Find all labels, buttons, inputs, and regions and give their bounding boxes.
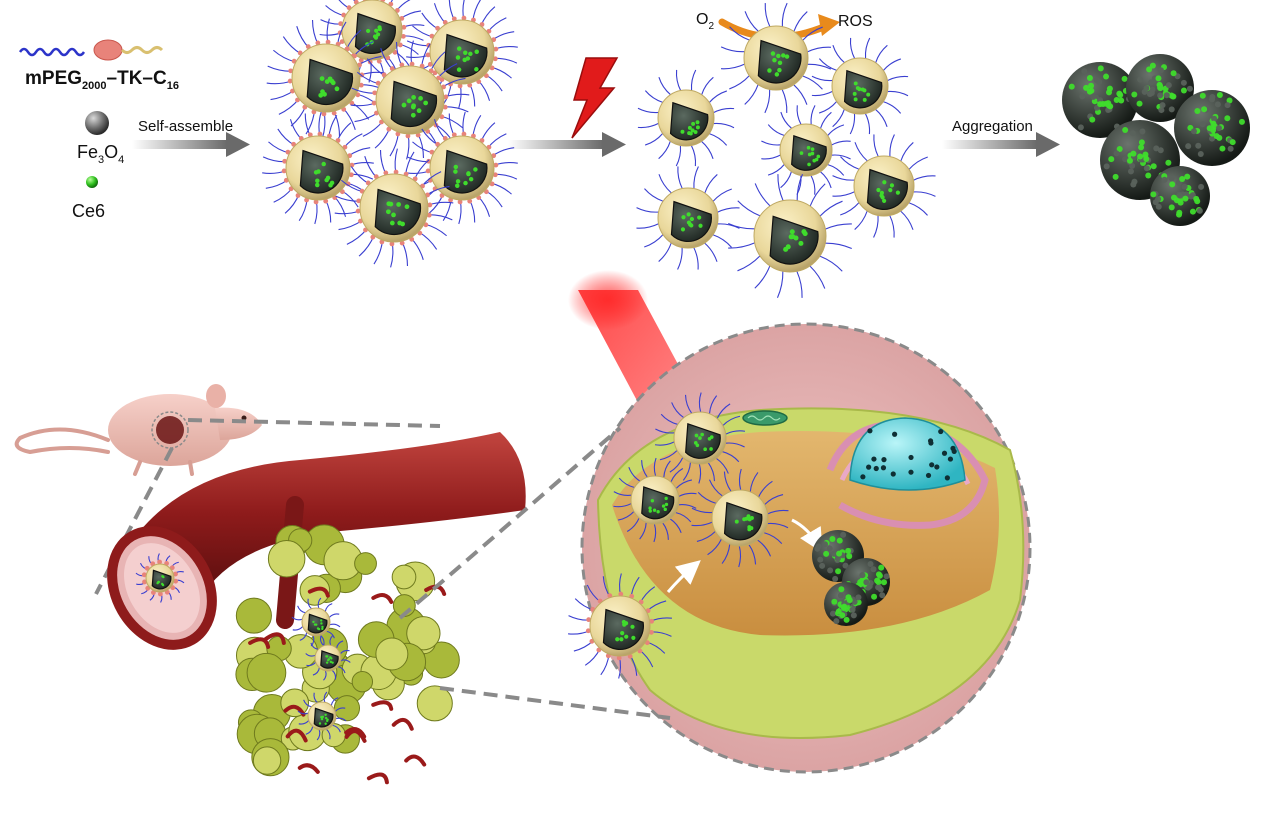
nanoparticle [728,174,852,298]
aggregated-iron-oxide-cluster [1062,54,1250,226]
mouse-icon [17,384,262,474]
tumor-site-marker [156,416,184,444]
oxygen-label: O2 [696,11,714,32]
ce6-icon [86,176,98,188]
self-assemble-arrow [132,132,250,157]
tumor-icon [236,525,459,782]
laser-activation-arrow [508,132,626,157]
dissociating-nanoparticles [636,3,935,298]
nanoparticle [262,112,374,224]
nanoparticle [636,166,739,269]
aggregation-arrow [942,132,1060,157]
aggregation-label: Aggregation [952,118,1033,135]
polymer-icon [20,40,162,60]
nanoparticle [761,105,850,194]
nanoparticle [638,70,734,166]
ce6-label: Ce6 [72,201,105,222]
assembled-nanoparticles [262,0,518,267]
iron-oxide-icon [85,111,109,135]
mitochondrion-icon [743,411,787,425]
iron-oxide-label: Fe3O4 [77,142,124,166]
nanoparticle [721,3,831,113]
nanoparticle [832,134,935,237]
polymer-label: mPEG2000–TK–C16 [25,68,179,92]
nanoparticle [812,38,908,134]
lightning-bolt-icon [572,58,617,138]
self-assemble-label: Self-assemble [138,118,233,135]
cell-zoom-view [582,324,1030,772]
ros-label: ROS [838,13,873,30]
